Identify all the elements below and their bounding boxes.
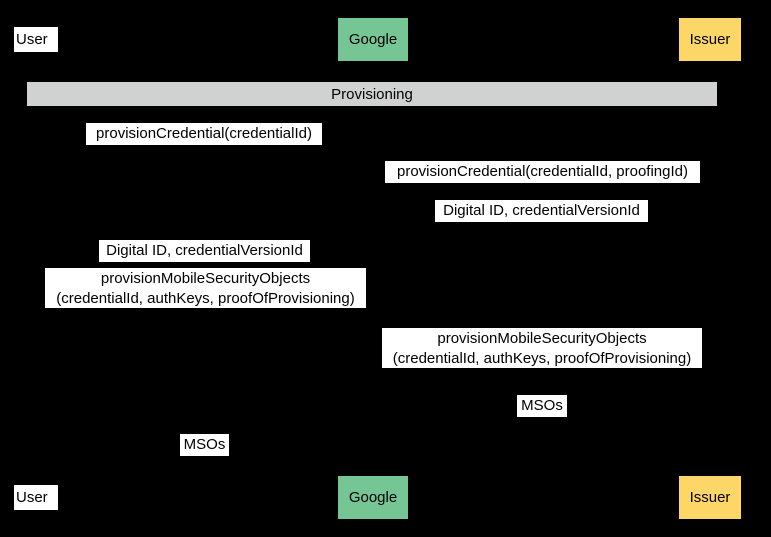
participant-google-bottom[interactable]: Google: [337, 475, 409, 520]
message-line-m7: [373, 417, 710, 418]
participant-label: Google: [348, 31, 398, 48]
message-label-m5: provisionMobileSecurityObjects (credenti…: [45, 268, 366, 308]
region-bar-provisioning: Provisioning: [26, 81, 718, 107]
message-line-m1: [36, 145, 373, 146]
message-label-m3: Digital ID, credentialVersionId: [435, 200, 648, 222]
message-label-m6: provisionMobileSecurityObjects (credenti…: [382, 328, 702, 368]
message-label-m1: provisionCredential(credentialId): [86, 123, 322, 145]
participant-issuer[interactable]: Issuer: [678, 17, 742, 62]
participant-label: User: [16, 31, 48, 48]
participant-issuer-bottom[interactable]: Issuer: [678, 475, 742, 520]
arrowhead-right-icon: [701, 179, 710, 189]
message-line-m3: [373, 222, 710, 223]
message-label-m7: MSOs: [517, 395, 567, 417]
arrowhead-right-icon: [701, 364, 710, 374]
arrowhead-left-icon: [36, 258, 45, 268]
message-line-m6: [373, 368, 710, 369]
arrowhead-right-icon: [364, 141, 373, 151]
participant-label: Google: [348, 489, 398, 506]
message-line-m4: [36, 262, 373, 263]
arrowhead-left-icon: [36, 452, 45, 462]
participant-google[interactable]: Google: [337, 17, 409, 62]
message-label-m4: Digital ID, credentialVersionId: [99, 240, 310, 262]
message-line-m2: [373, 183, 710, 184]
arrowhead-left-icon: [373, 413, 382, 423]
participant-user-bottom[interactable]: User: [14, 485, 58, 510]
message-label-m2: provisionCredential(credentialId, proofi…: [385, 161, 700, 183]
message-line-m5: [36, 308, 373, 309]
participant-label: Issuer: [689, 31, 731, 48]
participant-label: Issuer: [689, 489, 731, 506]
arrowhead-right-icon: [364, 304, 373, 314]
participant-label: User: [16, 489, 48, 506]
lifeline-issuer: [710, 62, 711, 475]
message-label-m8: MSOs: [180, 434, 229, 456]
lifeline-google: [373, 62, 374, 475]
message-line-m8: [36, 456, 373, 457]
participant-user[interactable]: User: [14, 27, 58, 52]
arrowhead-left-icon: [373, 218, 382, 228]
